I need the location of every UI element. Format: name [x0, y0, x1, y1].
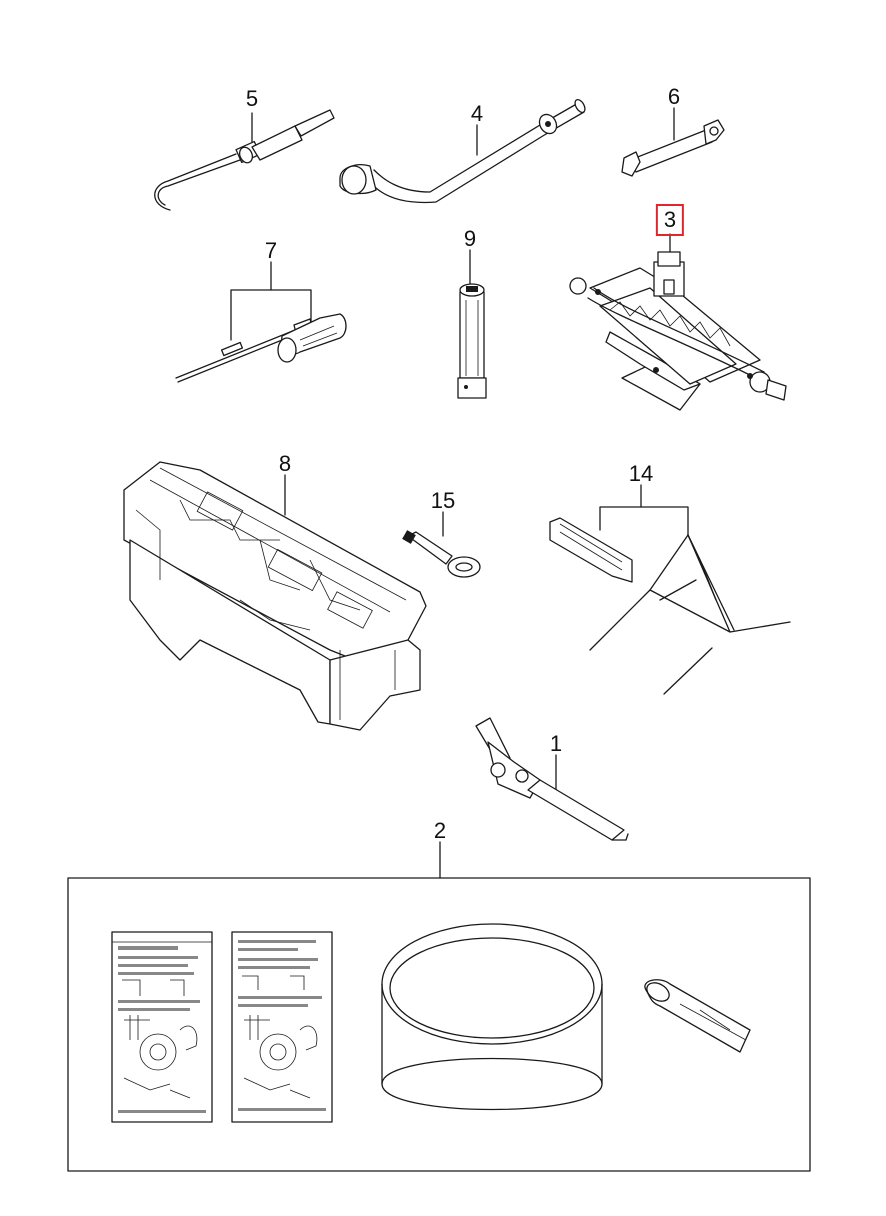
callout-8: 8 [278, 451, 292, 476]
part-5-hook-tool [154, 109, 335, 211]
callout-6: 6 [667, 84, 681, 109]
instruction-card-right [231, 931, 333, 1123]
callout-7: 7 [264, 238, 278, 263]
callout-9: 9 [463, 226, 477, 251]
part-9-socket-extension [457, 283, 487, 399]
callout-3[interactable]: 3 [655, 204, 685, 236]
part-4-wheel-wrench [339, 98, 586, 204]
leader-lines [230, 107, 689, 879]
part-6-open-wrench [621, 119, 725, 177]
part-1-strap [475, 717, 629, 841]
callout-4: 4 [470, 101, 484, 126]
small-strap [644, 979, 751, 1053]
part-3-scissor-jack [569, 251, 787, 411]
callout-5: 5 [245, 86, 259, 111]
part-2-group-box [67, 877, 811, 1172]
instruction-card-left [111, 931, 213, 1123]
part-8-tool-tray [123, 461, 427, 731]
part-14-warning-triangle [549, 517, 791, 695]
callout-15: 15 [430, 488, 456, 513]
part-7-screwdriver [175, 313, 347, 383]
part-15-towing-eye [402, 530, 481, 578]
callout-14: 14 [628, 461, 654, 486]
tire-cover-band [381, 923, 603, 1111]
callout-1: 1 [549, 731, 563, 756]
callout-2: 2 [433, 818, 447, 843]
